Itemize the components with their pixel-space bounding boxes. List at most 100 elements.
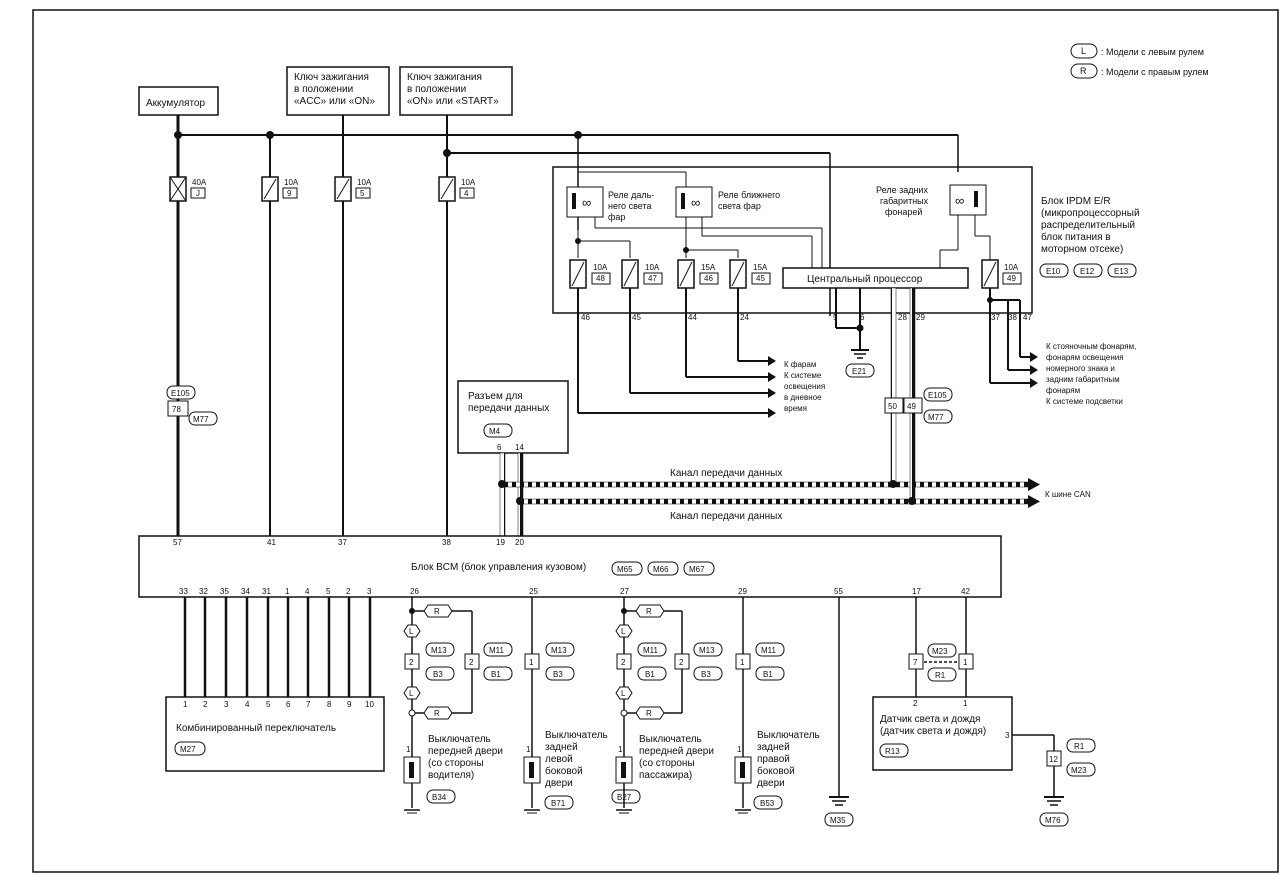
fuse-num: 9 xyxy=(287,189,292,198)
ipdm-output-wires xyxy=(577,288,1030,414)
fuse-amp: 40A xyxy=(192,178,207,187)
outputs-right-label: К стояночным фонарям, фонарям освещения … xyxy=(1046,342,1136,406)
s4-bot: B1 xyxy=(763,670,773,679)
harness-top: E105 xyxy=(171,389,190,398)
can-lower-label: Канал передачи данных xyxy=(670,511,782,522)
sensor-num-b: 1 xyxy=(963,658,968,667)
bcm-pin-57: 57 xyxy=(173,538,182,547)
fuse-40a-j: 40A J xyxy=(169,176,207,202)
bp-29: 29 xyxy=(738,587,747,596)
svg-text:R: R xyxy=(646,709,652,718)
ignition-acc-source: Ключ зажигания в положении «ACC» или «ON… xyxy=(286,66,390,116)
bp-5: 5 xyxy=(326,587,331,596)
pin-44: 44 xyxy=(688,313,697,322)
sensor-pin-c: 3 xyxy=(1005,731,1010,740)
pin-37: 37 xyxy=(991,313,1000,322)
fuse-num: 49 xyxy=(1007,274,1016,283)
ign-acc-line-3: «ACC» или «ON» xyxy=(294,96,375,107)
sw4-l1: Выключатель xyxy=(757,730,820,741)
ipdm-fuse-46: 15A 46 xyxy=(677,259,719,289)
cs-pin-3: 3 xyxy=(224,700,229,709)
cs-pin-7: 7 xyxy=(306,700,311,709)
out-left-5: время xyxy=(784,404,807,413)
s2-num: 1 xyxy=(529,658,534,667)
ipdm-title-4: блок питания в xyxy=(1041,231,1111,243)
fuse-amp: 10A xyxy=(284,178,299,187)
pin-46: 46 xyxy=(581,313,590,322)
bcm-bottom-pins: 33 32 35 34 31 1 4 5 2 3 26 25 27 29 55 … xyxy=(179,587,970,596)
relay-high-1: Реле даль- xyxy=(608,190,654,200)
door-switch-rear-left: 1 M13 B3 1 Выключатель задней левой боко… xyxy=(523,597,608,814)
relay-high-2: него света xyxy=(608,201,651,211)
bp-1: 1 xyxy=(285,587,290,596)
harness-connector-78: E105 78 M77 xyxy=(166,385,218,426)
pin-38: 38 xyxy=(1008,313,1017,322)
out-left-1: К фарам xyxy=(784,360,816,369)
fuse-num: 5 xyxy=(360,189,365,198)
fuse-amp: 10A xyxy=(1004,263,1019,272)
relay-low-1: Реле ближнего xyxy=(718,190,780,200)
dlc-title-1: Разъем для xyxy=(468,391,523,402)
cs-pin-8: 8 xyxy=(327,700,332,709)
ign-start-line-3: «ON» или «START» xyxy=(407,96,499,107)
sensor-num-a: 7 xyxy=(913,658,918,667)
s3-l-top: M11 xyxy=(643,646,659,655)
svg-text:R: R xyxy=(646,607,652,616)
sw2-conn: B71 xyxy=(551,799,566,808)
pin-29: 29 xyxy=(916,313,925,322)
sensor-conn-top: M23 xyxy=(932,647,948,656)
fuse-num: 4 xyxy=(464,189,469,198)
bp-27: 27 xyxy=(620,587,629,596)
legend-left-tag: L xyxy=(1081,46,1086,56)
dlc-pin-14: 14 xyxy=(515,443,524,452)
bcm-pin-19: 19 xyxy=(496,538,505,547)
coil-icon: ∞ xyxy=(955,193,964,208)
sw1-l2: передней двери xyxy=(428,746,503,757)
fuse-amp: 15A xyxy=(701,263,716,272)
cs-pin-6: 6 xyxy=(286,700,291,709)
pin-24: 24 xyxy=(740,313,749,322)
sw3-l3: (со стороны xyxy=(639,758,695,769)
cs-pin-10: 10 xyxy=(365,700,374,709)
arrowheads-left xyxy=(768,352,1038,418)
sensor-title-2: (датчик света и дождя) xyxy=(880,726,986,737)
ground-m35-label: M35 xyxy=(830,816,846,825)
out-right-1: К стояночным фонарям, xyxy=(1046,342,1136,351)
coil-icon: ∞ xyxy=(691,195,700,210)
conn-e12: E12 xyxy=(1080,267,1095,276)
page-border xyxy=(32,9,1279,873)
out-right-6: К системе подсветки xyxy=(1046,397,1123,406)
coil-icon: ∞ xyxy=(582,195,591,210)
s1-l-top: M13 xyxy=(431,646,447,655)
bp-34: 34 xyxy=(241,587,250,596)
fuse-10a-4: 10A 4 xyxy=(438,176,476,202)
can-top: E105 xyxy=(928,391,947,400)
legend-left-text: : Модели с левым рулем xyxy=(1101,47,1204,57)
bp-17: 17 xyxy=(912,587,921,596)
bp-35: 35 xyxy=(220,587,229,596)
outputs-left-label: К фарам К системе освещения в дневное вр… xyxy=(784,360,825,413)
sw4-l5: двери xyxy=(757,778,785,789)
bcm-pin-37: 37 xyxy=(338,538,347,547)
central-processor xyxy=(782,267,969,289)
harness-bottom: M77 xyxy=(193,415,209,424)
ipdm-junctions xyxy=(575,238,993,332)
bcm-pin-20: 20 xyxy=(515,538,524,547)
cs-pin-2: 2 xyxy=(203,700,208,709)
fuse-num: 47 xyxy=(648,274,657,283)
ign-acc-line-2: в положении xyxy=(294,84,353,95)
relay-high-3: фар xyxy=(608,212,625,222)
fuse-num: 46 xyxy=(704,274,713,283)
ipdm-connectors: E10 E12 E13 xyxy=(1039,263,1137,278)
sw2-l2: задней xyxy=(545,742,578,753)
fuse-10a-5: 10A 5 xyxy=(334,176,372,202)
ipdm-block: ∞ Реле даль- него света фар ∞ Реле ближн… xyxy=(552,166,1140,322)
sw4-l2: задней xyxy=(757,742,790,753)
bcm-conn-m67: M67 xyxy=(689,565,705,574)
sensor-conn-bot: R1 xyxy=(935,671,946,680)
can-harness-connector: 50 49 E105 M77 xyxy=(884,387,953,424)
data-link-connector: Разъем для передачи данных M4 6 14 xyxy=(457,380,569,454)
ipdm-fuse-45: 15A 45 xyxy=(729,259,771,289)
s3-num-l: 2 xyxy=(621,658,626,667)
